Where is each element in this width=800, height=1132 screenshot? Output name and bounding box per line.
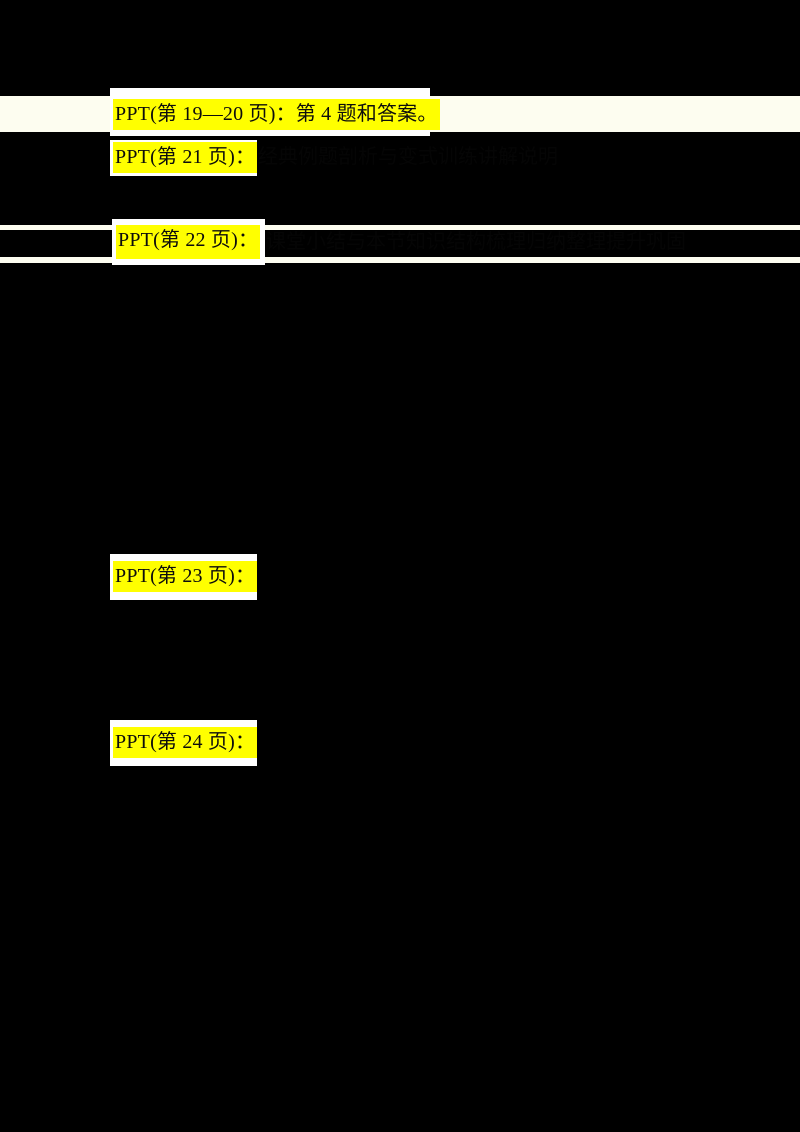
- highlight-ppt-19-20[interactable]: PPT(第 19—20 页)：第 4 题和答案。: [113, 99, 440, 130]
- text-line-band: [0, 225, 800, 230]
- highlight-ppt-21[interactable]: PPT(第 21 页)：: [113, 142, 258, 173]
- highlight-ppt-24[interactable]: PPT(第 24 页)：: [113, 727, 258, 758]
- highlight-ppt-23[interactable]: PPT(第 23 页)：: [113, 561, 258, 592]
- obscured-text-ppt-21: 经典例题剖析与变式训练讲解说明: [258, 146, 558, 168]
- highlight-ppt-22[interactable]: PPT(第 22 页)：: [116, 225, 261, 259]
- obscured-text-ppt-22: 课堂小结与本节知识结构梳理归纳整理提升巩固: [266, 231, 686, 253]
- text-line-band: [0, 257, 800, 263]
